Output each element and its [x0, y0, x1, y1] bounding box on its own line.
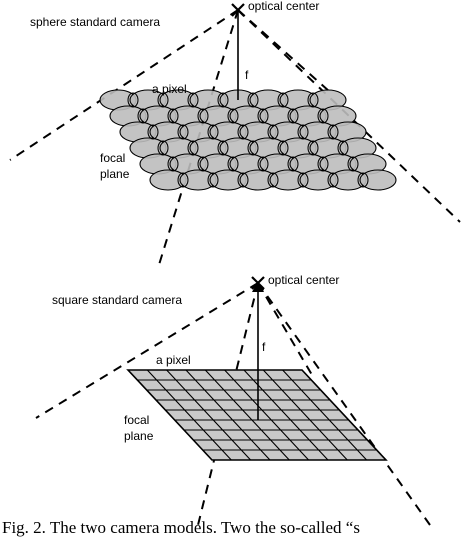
- pixel-overlap-ring: [287, 108, 299, 124]
- pixel-overlap-ring: [207, 124, 219, 140]
- pixel-overlap-ring: [347, 156, 359, 172]
- pixel-overlap-ring: [327, 124, 339, 140]
- frustum-edge-inner: [257, 282, 313, 376]
- pixel-overlap-ring: [217, 92, 229, 108]
- pixel-overlap-ring: [307, 140, 319, 156]
- pixel-overlap-ring: [157, 92, 169, 108]
- pixel-overlap-ring: [227, 156, 239, 172]
- frustum-edge-left: [35, 282, 259, 419]
- pixel-overlap-ring: [207, 172, 219, 188]
- focal-plane-label-line2: plane: [100, 167, 130, 181]
- pixel-overlap-ring: [217, 140, 229, 156]
- pixel-overlap-ring: [197, 108, 209, 124]
- frustum-edge-right: [257, 282, 431, 526]
- camera-title: sphere standard camera: [30, 15, 160, 29]
- pixel-overlap-ring: [257, 108, 269, 124]
- pixel-overlap-ring: [277, 140, 289, 156]
- pixel-overlap-ring: [277, 92, 289, 108]
- pixel-overlap-ring: [327, 172, 339, 188]
- focal-plane-outline: [126, 369, 388, 461]
- focal-plane-label-line2: plane: [124, 429, 154, 443]
- frustum-edge-right: [237, 9, 461, 223]
- pixel-overlap-ring: [337, 140, 349, 156]
- pixel-overlap-ring: [197, 156, 209, 172]
- focal-plane-label-line1: focal: [124, 413, 149, 427]
- frustum-edge-inner: [237, 9, 331, 93]
- optical-center-label: optical center: [248, 0, 319, 13]
- figure-caption: Fig. 2. The two camera models. Two the s…: [2, 518, 360, 537]
- pixel-overlap-ring: [317, 156, 329, 172]
- pixel-overlap-ring: [287, 156, 299, 172]
- pixel-overlap-ring: [167, 108, 179, 124]
- pixel-overlap-ring: [167, 156, 179, 172]
- pixel-overlap-ring: [137, 108, 149, 124]
- pixel-overlap-ring: [177, 124, 189, 140]
- pixel-overlap-ring: [357, 172, 369, 188]
- square-focal-plane: [126, 369, 388, 461]
- optical-center-marker: [251, 276, 265, 290]
- pixel-overlap-ring: [237, 124, 249, 140]
- pixel-overlap-ring: [267, 124, 279, 140]
- focal-length-label: f: [245, 68, 249, 82]
- optical-center-marker: [231, 3, 245, 17]
- focal-plane-label-line1: focal: [100, 151, 125, 165]
- pixel-overlap-ring: [297, 172, 309, 188]
- pixel-label: a pixel: [152, 82, 187, 96]
- optical-center-label: optical center: [268, 273, 339, 287]
- pixel-overlap-ring: [237, 172, 249, 188]
- pixel-overlap-ring: [227, 108, 239, 124]
- camera-title: square standard camera: [52, 293, 182, 307]
- frustum-edge-left: [9, 9, 239, 161]
- pixel-overlap-ring: [147, 124, 159, 140]
- focal-length-label: f: [262, 340, 266, 354]
- sphere-camera-panel: optical center sphere standard camera f …: [9, 0, 461, 269]
- pixel-ellipse: [359, 169, 397, 191]
- pixel-overlap-ring: [177, 172, 189, 188]
- pixel-overlap-ring: [187, 92, 199, 108]
- pixel-overlap-ring: [297, 124, 309, 140]
- pixel-overlap-ring: [307, 92, 319, 108]
- pixel-overlap-ring: [317, 108, 329, 124]
- pixel-overlap-ring: [267, 172, 279, 188]
- pixel-overlap-ring: [247, 140, 259, 156]
- pixel-overlap-ring: [157, 140, 169, 156]
- pixel-overlap-ring: [247, 92, 259, 108]
- pixel-overlap-ring: [127, 92, 139, 108]
- axis-arrowhead: [252, 281, 264, 292]
- pixel-overlap-ring: [187, 140, 199, 156]
- sphere-focal-plane: [99, 89, 397, 191]
- square-camera-panel: optical center square standard camera f …: [35, 273, 431, 526]
- pixel-label: a pixel: [156, 353, 191, 367]
- pixel-overlap-ring: [257, 156, 269, 172]
